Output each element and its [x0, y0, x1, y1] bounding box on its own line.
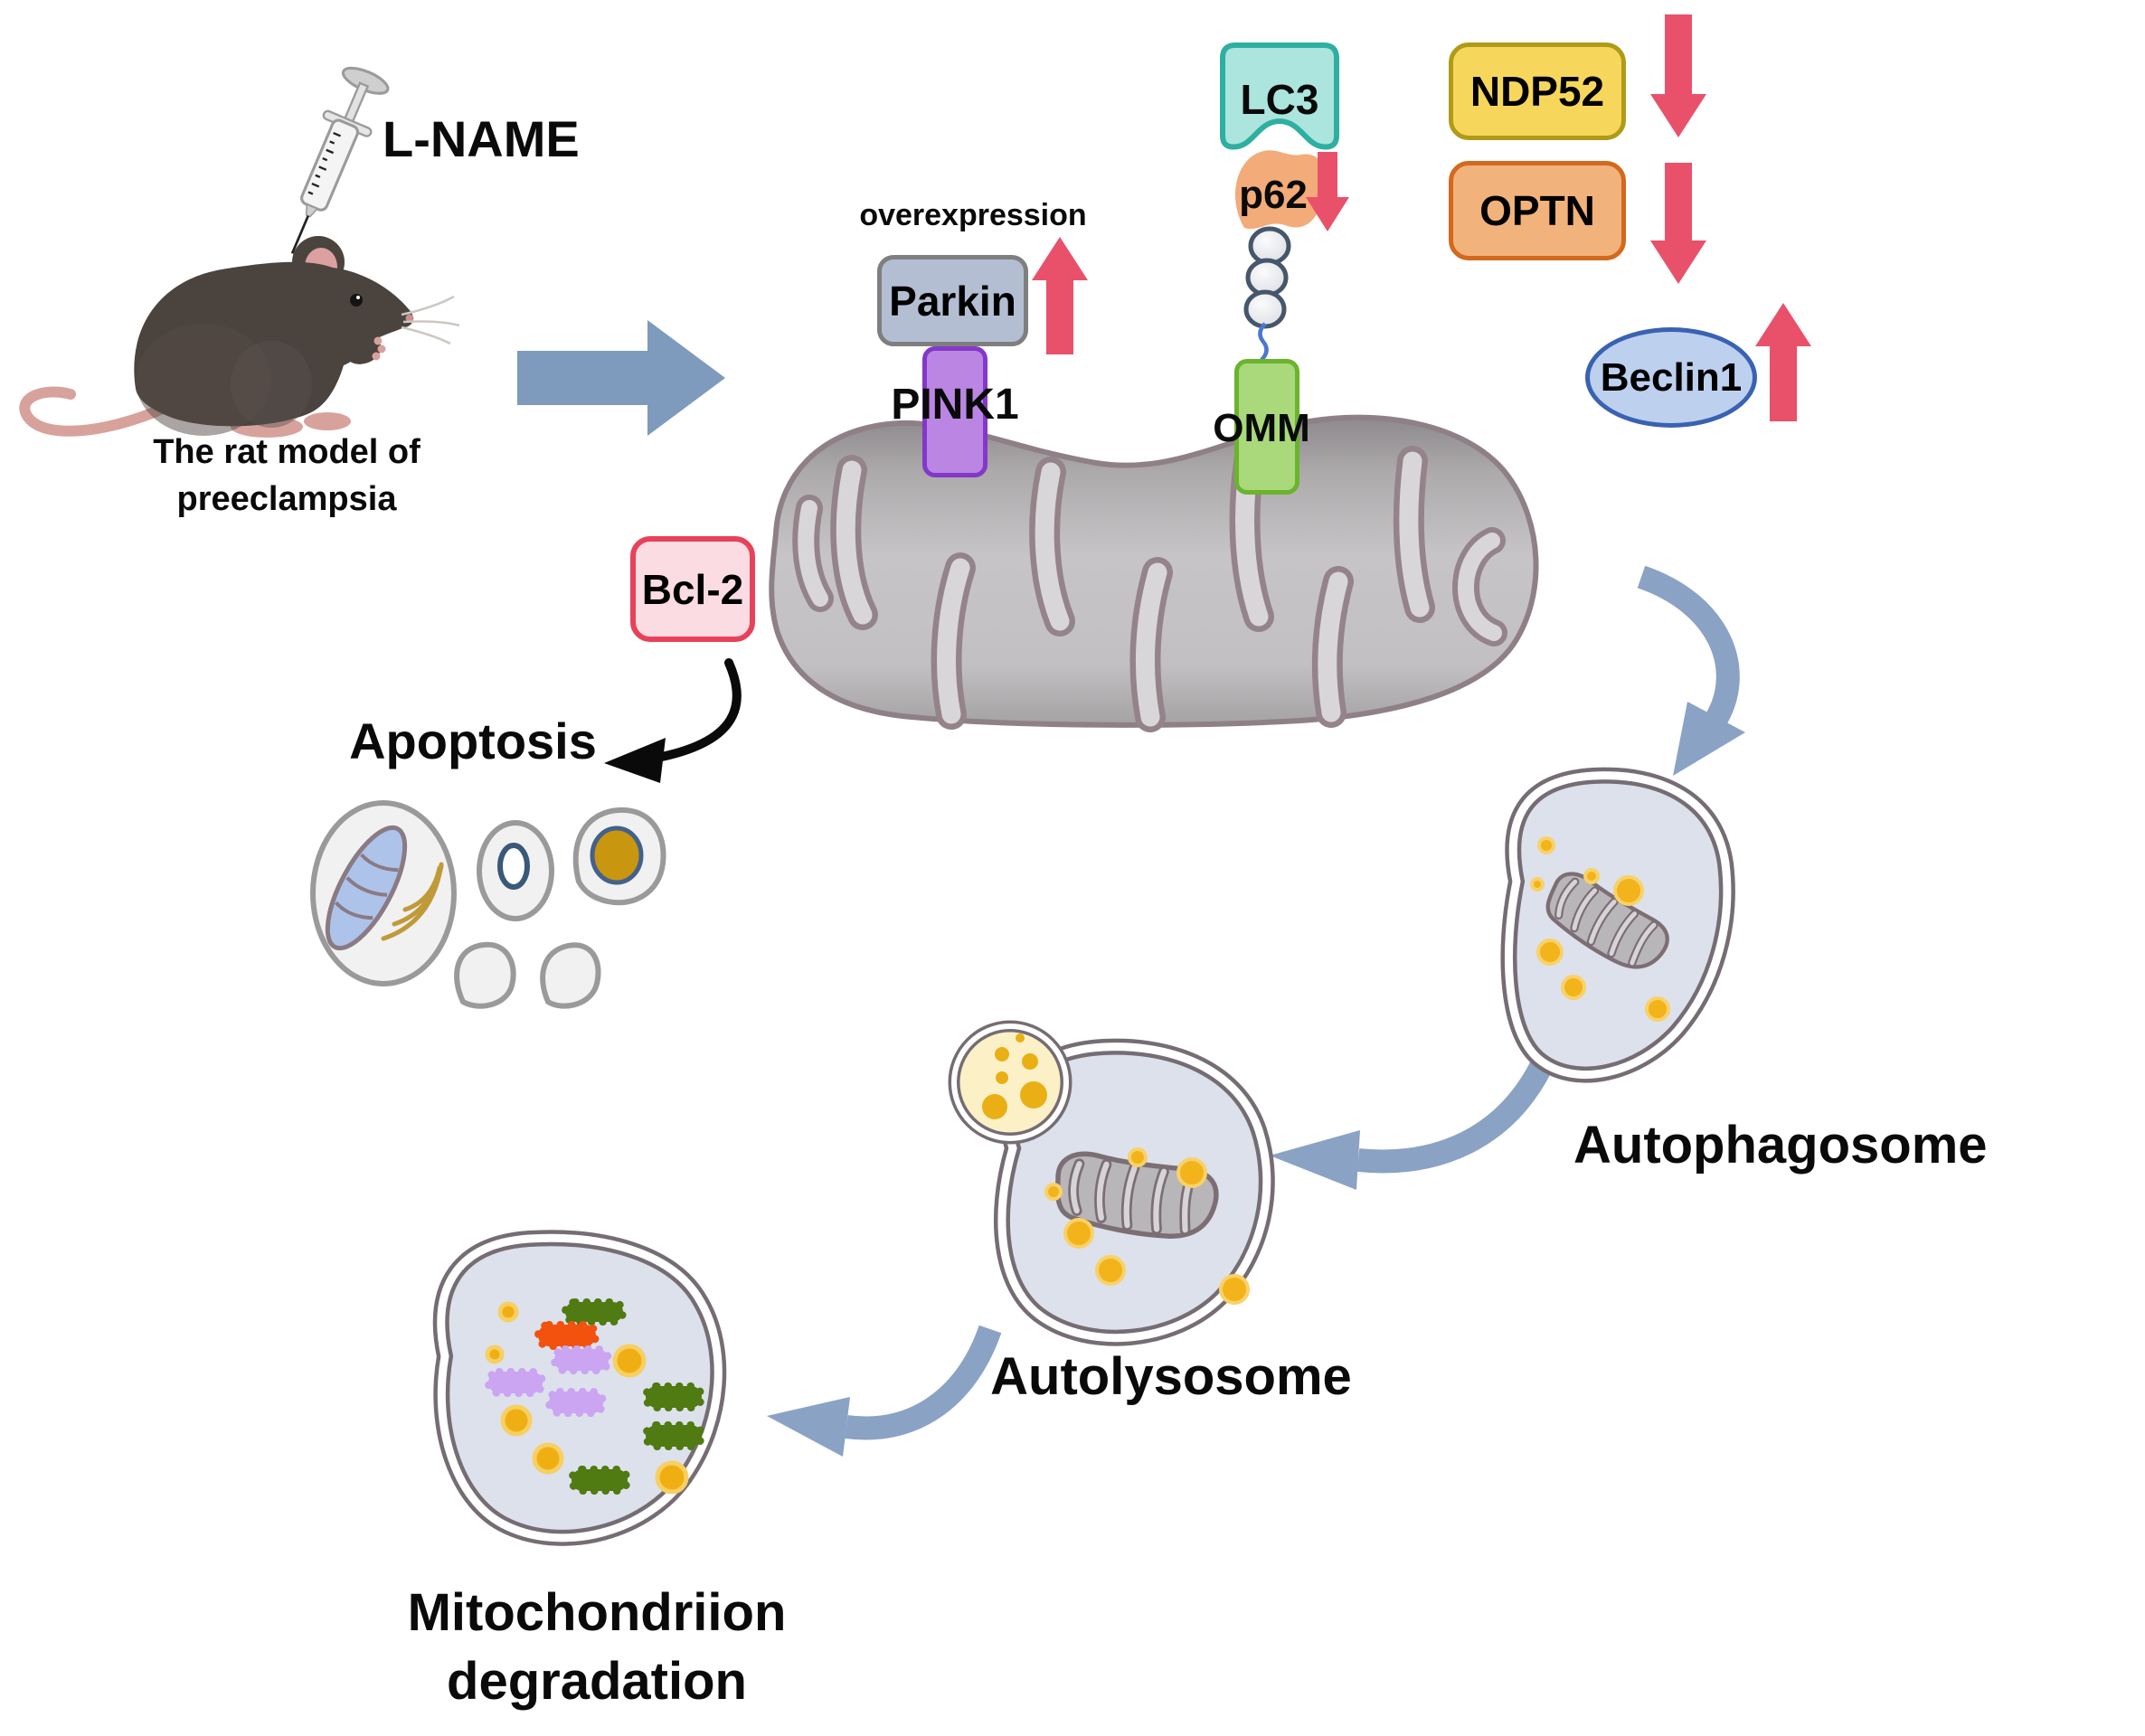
- mitochondrion: [769, 414, 1539, 732]
- bcl2-box: Bcl-2: [630, 536, 755, 642]
- ndp52-down-arrow: [1650, 14, 1706, 137]
- parkin-box: Parkin: [877, 255, 1028, 346]
- arrow-to-autophagosome: [1637, 565, 1740, 725]
- omm-label: OMM: [1213, 406, 1310, 450]
- caption-line-1: The rat model of: [153, 433, 420, 471]
- optn-down-arrow: [1650, 163, 1706, 284]
- lc3-label: LC3: [1240, 76, 1319, 123]
- bcl2-label: Bcl-2: [641, 565, 744, 613]
- flow-arrow-right: [517, 320, 725, 436]
- parkin-up-arrow: [1032, 237, 1088, 354]
- caption-line-2: preeclampsia: [176, 480, 397, 518]
- lysosome: [948, 1020, 1072, 1145]
- rat-model-caption: The rat model of preeclampsia: [106, 429, 468, 523]
- beclin1-ellipse: Beclin1: [1585, 327, 1757, 428]
- p62-label: p62: [1239, 173, 1308, 217]
- trend-arrows: [1032, 14, 1811, 421]
- arrow-to-degradation: [845, 1325, 1002, 1440]
- degradation-line-1: Mitochondriion: [407, 1583, 787, 1642]
- rat-eye: [350, 294, 363, 307]
- autolysosome: [948, 1020, 1275, 1346]
- apoptosis-label: Apoptosis: [349, 712, 597, 769]
- golgi-fragments: [381, 862, 444, 941]
- ubiquitin-chain: [1243, 226, 1291, 362]
- p62-shape: [1234, 150, 1327, 230]
- optn-box: OPTN: [1449, 161, 1626, 260]
- autophagosome-label: Autophagosome: [1573, 1116, 1988, 1175]
- overexpression-label: overexpression: [859, 198, 1087, 232]
- ndp52-box: NDP52: [1449, 42, 1626, 140]
- degradation-line-2: degradation: [447, 1652, 747, 1711]
- autolysosome-label: Autolysosome: [990, 1347, 1352, 1406]
- cargo-dots: [1044, 1147, 1250, 1305]
- lname-label: L-NAME: [383, 110, 580, 167]
- rat-foot: [304, 412, 351, 430]
- parkin-label: Parkin: [889, 277, 1016, 325]
- syringe-icon: [290, 66, 390, 254]
- beclin1-up-arrow: [1755, 303, 1811, 421]
- apoptotic-mitochondrion: [325, 825, 408, 951]
- lysosome-dots: [982, 1033, 1047, 1119]
- p62-down-arrow: [1306, 152, 1349, 231]
- rat-illustration: [19, 236, 460, 438]
- omm-box: [1234, 359, 1299, 495]
- rat-tail: [19, 386, 168, 437]
- apoptotic-bodies: [310, 800, 666, 1009]
- bcl2-apoptosis-arrow: [604, 658, 742, 783]
- ndp52-label: NDP52: [1469, 68, 1605, 115]
- pink1-box: [922, 346, 987, 477]
- degraded-fragments: [485, 1298, 705, 1495]
- cargo-dots: [1530, 836, 1670, 1022]
- degradation-vesicle: [432, 1230, 727, 1546]
- autophagosome: [1500, 767, 1735, 1083]
- apoptotic-fragment: [540, 942, 601, 1009]
- beclin1-label: Beclin1: [1600, 354, 1743, 400]
- lc3-shape: [1220, 42, 1339, 150]
- arrow-to-autolysosome: [1356, 1060, 1553, 1174]
- linker-squiggle: [1258, 322, 1269, 362]
- rat-whiskers: [401, 295, 460, 345]
- pink1-label: PINK1: [891, 381, 1019, 429]
- rat-paw: [345, 337, 382, 364]
- apoptotic-fragment: [454, 941, 516, 1009]
- degradation-label: Mitochondriion degradation: [362, 1579, 832, 1716]
- cycle-arrows: [767, 565, 1745, 1457]
- optn-label: OPTN: [1479, 187, 1595, 234]
- rat-nose: [405, 314, 414, 323]
